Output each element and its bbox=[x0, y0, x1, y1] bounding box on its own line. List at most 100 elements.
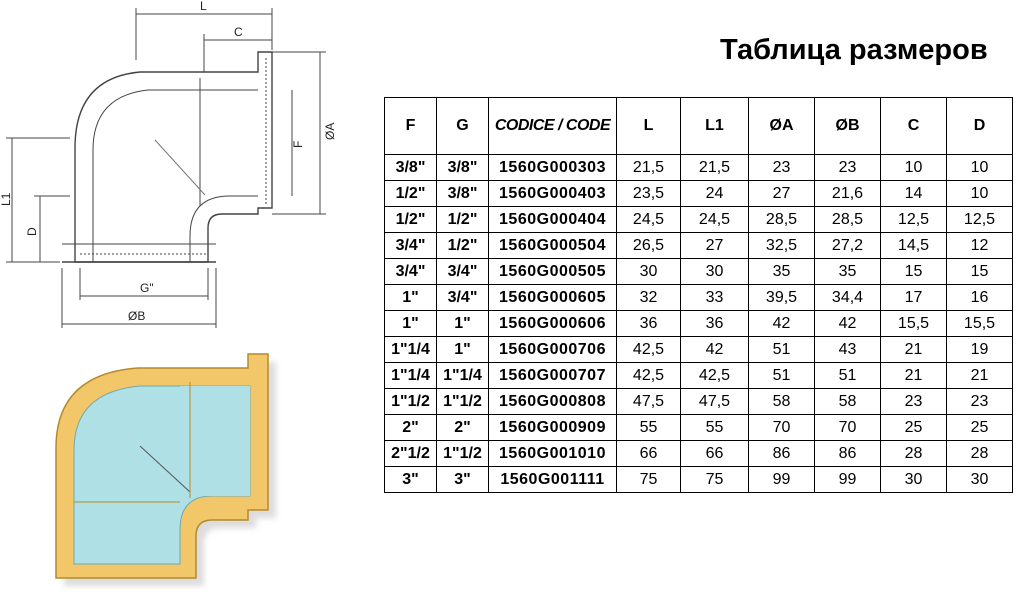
table-cell: 23 bbox=[814, 154, 881, 181]
dim-label-a: ØA bbox=[323, 123, 337, 140]
table-cell: 2"1/2 bbox=[384, 440, 437, 467]
column-header: L1 bbox=[680, 97, 749, 155]
table-cell: 51 bbox=[748, 336, 815, 363]
table-cell: 15,5 bbox=[946, 310, 1013, 337]
table-cell: 1560G000403 bbox=[488, 180, 617, 207]
table-cell: 3/8" bbox=[384, 154, 437, 181]
column-header: C bbox=[880, 97, 947, 155]
table-cell: 75 bbox=[680, 466, 749, 493]
column-header: L bbox=[616, 97, 681, 155]
table-cell: 23 bbox=[880, 388, 947, 415]
table-cell: 25 bbox=[946, 414, 1013, 441]
table-cell: 42,5 bbox=[616, 362, 681, 389]
table-cell: 1560G001111 bbox=[488, 466, 617, 493]
table-cell: 3" bbox=[384, 466, 437, 493]
table-cell: 99 bbox=[814, 466, 881, 493]
table-cell: 2" bbox=[384, 414, 437, 441]
table-cell: 1/2" bbox=[384, 180, 437, 207]
table-cell: 21,5 bbox=[680, 154, 749, 181]
table-cell: 23 bbox=[946, 388, 1013, 415]
dim-label-b: ØB bbox=[128, 309, 145, 323]
table-cell: 55 bbox=[680, 414, 749, 441]
column-header: D bbox=[946, 97, 1013, 155]
table-cell: 24 bbox=[680, 180, 749, 207]
table-cell: 39,5 bbox=[748, 284, 815, 311]
table-cell: 21 bbox=[946, 362, 1013, 389]
table-cell: 24,5 bbox=[680, 206, 749, 233]
column-header: G bbox=[436, 97, 489, 155]
table-cell: 70 bbox=[814, 414, 881, 441]
table-cell: 30 bbox=[946, 466, 1013, 493]
table-cell: 34,4 bbox=[814, 284, 881, 311]
elbow-technical-drawing: L C F ØA L1 D G" ØB bbox=[0, 0, 337, 328]
table-cell: 28 bbox=[880, 440, 947, 467]
column-header: F bbox=[384, 97, 437, 155]
table-cell: 3/4" bbox=[384, 258, 437, 285]
table-cell: 1" bbox=[384, 284, 437, 311]
table-cell: 3/8" bbox=[436, 180, 489, 207]
table-cell: 21 bbox=[880, 362, 947, 389]
table-cell: 66 bbox=[680, 440, 749, 467]
table-cell: 14 bbox=[880, 180, 947, 207]
table-cell: 26,5 bbox=[616, 232, 681, 259]
table-cell: 15,5 bbox=[880, 310, 947, 337]
table-cell: 51 bbox=[748, 362, 815, 389]
table-cell: 1"1/2 bbox=[436, 440, 489, 467]
table-cell: 1560G000303 bbox=[488, 154, 617, 181]
table-cell: 33 bbox=[680, 284, 749, 311]
table-cell: 16 bbox=[946, 284, 1013, 311]
table-cell: 47,5 bbox=[680, 388, 749, 415]
table-cell: 12 bbox=[946, 232, 1013, 259]
table-cell: 19 bbox=[946, 336, 1013, 363]
table-cell: 23 bbox=[748, 154, 815, 181]
table-cell: 12,5 bbox=[946, 206, 1013, 233]
table-cell: 1" bbox=[436, 336, 489, 363]
table-cell: 21,5 bbox=[616, 154, 681, 181]
table-cell: 3" bbox=[436, 466, 489, 493]
table-cell: 1560G000404 bbox=[488, 206, 617, 233]
table-cell: 42 bbox=[814, 310, 881, 337]
table-cell: 24,5 bbox=[616, 206, 681, 233]
table-cell: 1" bbox=[436, 310, 489, 337]
table-cell: 32,5 bbox=[748, 232, 815, 259]
table-cell: 12,5 bbox=[880, 206, 947, 233]
table-cell: 27 bbox=[748, 180, 815, 207]
table-cell: 1"1/4 bbox=[384, 362, 437, 389]
table-cell: 1560G000707 bbox=[488, 362, 617, 389]
table-cell: 1/2" bbox=[384, 206, 437, 233]
table-cell: 27,2 bbox=[814, 232, 881, 259]
table-cell: 1/2" bbox=[436, 206, 489, 233]
table-cell: 75 bbox=[616, 466, 681, 493]
column-header: ØA bbox=[748, 97, 815, 155]
table-cell: 1" bbox=[384, 310, 437, 337]
table-cell: 42,5 bbox=[616, 336, 681, 363]
table-cell: 1560G000605 bbox=[488, 284, 617, 311]
table-cell: 43 bbox=[814, 336, 881, 363]
table-cell: 10 bbox=[880, 154, 947, 181]
table-cell: 47,5 bbox=[616, 388, 681, 415]
table-cell: 1560G001010 bbox=[488, 440, 617, 467]
table-cell: 28 bbox=[946, 440, 1013, 467]
table-cell: 3/4" bbox=[436, 258, 489, 285]
table-cell: 42 bbox=[748, 310, 815, 337]
table-cell: 1"1/4 bbox=[384, 336, 437, 363]
table-cell: 21 bbox=[880, 336, 947, 363]
dim-label-c: C bbox=[234, 25, 243, 39]
table-cell: 21,6 bbox=[814, 180, 881, 207]
dim-label-g: G" bbox=[140, 281, 154, 295]
table-cell: 3/4" bbox=[436, 284, 489, 311]
table-cell: 36 bbox=[680, 310, 749, 337]
table-cell: 32 bbox=[616, 284, 681, 311]
dim-label-l: L bbox=[200, 0, 207, 13]
table-cell: 10 bbox=[946, 154, 1013, 181]
